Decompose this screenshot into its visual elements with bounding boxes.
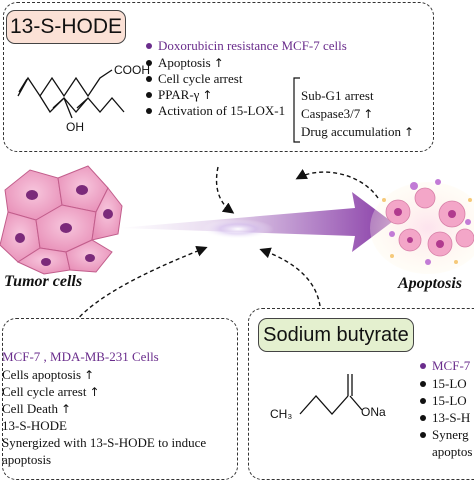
hode-cell-line: Doxorubicin resistance MCF-7 cells: [146, 38, 347, 53]
hode-title: 13-S-HODE: [9, 15, 123, 38]
lox-effect-subg1: Sub-G1 arrest: [301, 88, 374, 103]
left-effect-cell-cycle: Cell cycle arrest↑: [2, 384, 100, 399]
bullet-icon: [420, 432, 426, 439]
tumor-cells-illustration: [0, 165, 123, 275]
bullet-icon: [420, 415, 426, 422]
apoptosis-label: Apoptosis: [398, 275, 463, 292]
left-effect-synergy: Synergized with 13-S-HODE to induce: [2, 435, 207, 450]
bullet-icon: [146, 60, 152, 67]
butyrate-item-lo-1: 15-LO: [420, 376, 467, 391]
butyrate-item-apoptosis: apoptos: [432, 444, 473, 459]
butyrate-ona-label: ONa: [361, 405, 386, 419]
connector-arrows: [74, 166, 379, 323]
bullet-icon: [146, 76, 152, 83]
hode-effect-apoptosis: Apoptosis↑: [146, 55, 224, 71]
bullet-icon: [420, 363, 426, 370]
butyrate-ch3-label: CH₃: [270, 407, 293, 421]
up-arrow-icon: ↑: [202, 88, 213, 102]
butyrate-item-mcf7: MCF-7: [420, 358, 470, 373]
bullet-icon: [146, 92, 152, 99]
left-panel: [2, 318, 238, 480]
up-arrow-icon: ↑: [89, 385, 100, 399]
butyrate-title: Sodium butyrate: [263, 323, 409, 346]
butyrate-item-synergy: Synerg: [420, 427, 469, 442]
apoptosis-illustration: [370, 179, 474, 274]
up-arrow-icon: ↑: [363, 107, 374, 121]
bullet-icon: [420, 398, 426, 405]
tumor-cells-label: Tumor cells: [4, 273, 83, 290]
left-effect-hode: 13-S-HODE: [2, 418, 67, 433]
lox-effect-caspase: Caspase3/7↑: [301, 106, 374, 121]
left-cell-lines: MCF-7 , MDA-MB-231 Cells: [2, 349, 159, 364]
butyrate-item-lo-2: 15-LO: [420, 393, 467, 408]
hode-effect-cell-cycle: Cell cycle arrest: [146, 71, 242, 86]
up-arrow-icon: ↑: [60, 402, 72, 416]
butyrate-title-tag: Sodium butyrate: [258, 318, 414, 352]
butyrate-item-hode: 13-S-H: [420, 410, 470, 425]
left-effect-apoptosis: Cells apoptosis↑: [2, 367, 95, 382]
bullet-icon: [146, 108, 152, 115]
lox-effect-drug: Drug accumulation↑: [301, 124, 415, 139]
hode-oh-label: OH: [66, 120, 84, 134]
hode-cooh-label: COOH: [114, 63, 150, 77]
bullet-icon: [420, 381, 426, 388]
hode-title-tag: 13-S-HODE: [6, 10, 126, 44]
left-effect-synergy-cont: apoptosis: [2, 452, 52, 467]
hode-effect-lox: Activation of 15-LOX-1: [146, 103, 285, 118]
left-effect-death: Cell Death↑: [2, 401, 72, 416]
bullet-icon: [146, 43, 152, 50]
up-arrow-icon: ↑: [213, 56, 224, 70]
up-arrow-icon: ↑: [84, 368, 95, 382]
hode-effect-ppar: PPAR-γ↑: [146, 87, 212, 103]
progression-arrow: [118, 192, 392, 252]
up-arrow-icon: ↑: [404, 125, 415, 139]
